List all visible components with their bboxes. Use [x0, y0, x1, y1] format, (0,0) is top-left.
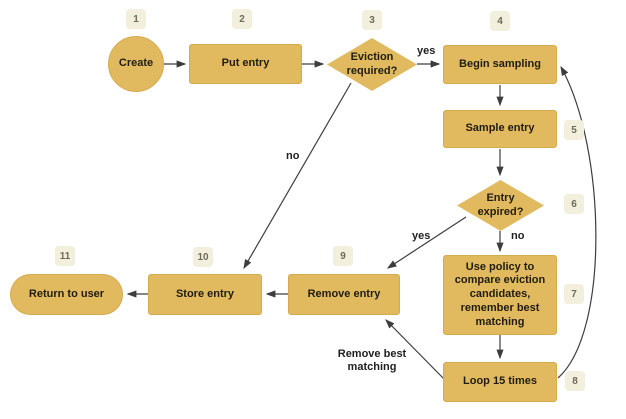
edge-loop-begin	[557, 65, 597, 379]
step-badge-6: 6	[564, 194, 584, 214]
node-remove-entry: Remove entry	[288, 274, 400, 315]
edge-label-eviction-no: no	[286, 150, 300, 162]
edge-label-expired-yes: yes	[412, 230, 431, 242]
step-badge-4: 4	[490, 11, 510, 31]
edge-loop-remove	[385, 319, 446, 381]
node-return-to-user: Return to user	[10, 274, 123, 315]
step-badge-9: 9	[333, 246, 353, 266]
node-use-policy: Use policy to compare eviction candidate…	[443, 255, 557, 335]
node-store-entry: Store entry	[148, 274, 262, 315]
edge-label-expired-no: no	[511, 230, 525, 242]
edge-expired-remove-yes	[386, 216, 467, 269]
step-badge-8: 8	[565, 371, 585, 391]
step-badge-7: 7	[564, 284, 584, 304]
step-badge-1: 1	[126, 9, 146, 29]
step-badge-2: 2	[232, 9, 252, 29]
edge-label-eviction-yes: yes	[417, 45, 436, 57]
step-badge-5: 5	[564, 120, 584, 140]
step-badge-10: 10	[193, 247, 213, 267]
node-begin-sampling: Begin sampling	[443, 45, 557, 84]
step-badge-3: 3	[362, 10, 382, 30]
node-put-entry: Put entry	[189, 44, 302, 84]
edge-eviction-store-no	[243, 82, 352, 270]
step-badge-11: 11	[55, 246, 75, 266]
edge-label-loop-remove: Remove best matching	[337, 348, 407, 373]
node-loop-15-times: Loop 15 times	[443, 362, 557, 402]
node-sample-entry: Sample entry	[443, 110, 557, 148]
node-create: Create	[108, 36, 164, 92]
